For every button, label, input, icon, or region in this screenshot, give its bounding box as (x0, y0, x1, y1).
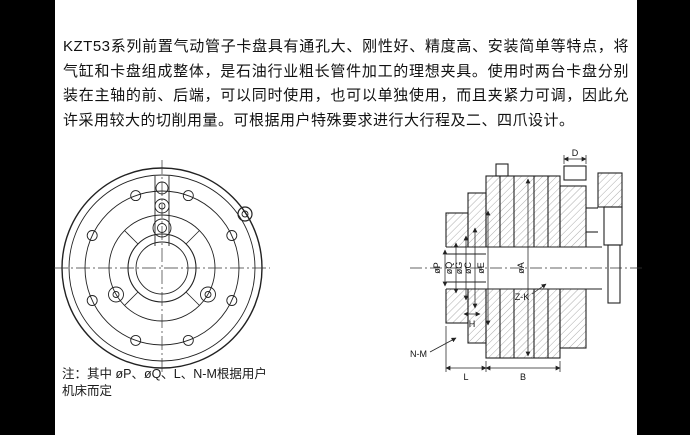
dim-label-c: øC (463, 262, 473, 274)
dim-label-q: øQ (444, 262, 454, 275)
dim-label-a: øA (516, 262, 526, 274)
dimension-lines (429, 155, 587, 372)
left-margin-bar (0, 0, 55, 435)
dim-label-nm: N-M (410, 349, 427, 359)
product-description: KZT53系列前置气动管子卡盘具有通孔大、刚性好、精度高、安装简单等特点，将气缸… (63, 38, 629, 129)
dim-label-g: øG (454, 262, 464, 275)
section-body (445, 163, 623, 359)
footnote: 注：其中 øP、øQ、L、N-M根据用户 机床而定 (62, 366, 267, 400)
dim-label-d: D (572, 148, 579, 158)
footnote-line-1: 注：其中 øP、øQ、L、N-M根据用户 (62, 367, 267, 381)
dim-label-b: B (520, 372, 526, 382)
top-slot-mechanism (152, 176, 172, 246)
right-margin-bar (637, 0, 690, 435)
dim-label-p: øP (432, 262, 442, 274)
bolt-holes (86, 190, 238, 346)
radial-spokes (124, 230, 200, 306)
eyebolt (237, 206, 253, 222)
dim-label-h: H (469, 319, 476, 329)
dim-label-e: øE (476, 262, 486, 274)
footnote-line-2: 机床而定 (62, 384, 113, 398)
chuck-front-view-diagram (54, 160, 270, 376)
dim-label-l: L (463, 372, 468, 382)
chuck-section-view-diagram: D øP øQ øG øC øE øA Z-K H N-M L B (410, 148, 644, 382)
dim-label-zk: Z-K (515, 292, 530, 302)
centerlines (54, 160, 270, 376)
